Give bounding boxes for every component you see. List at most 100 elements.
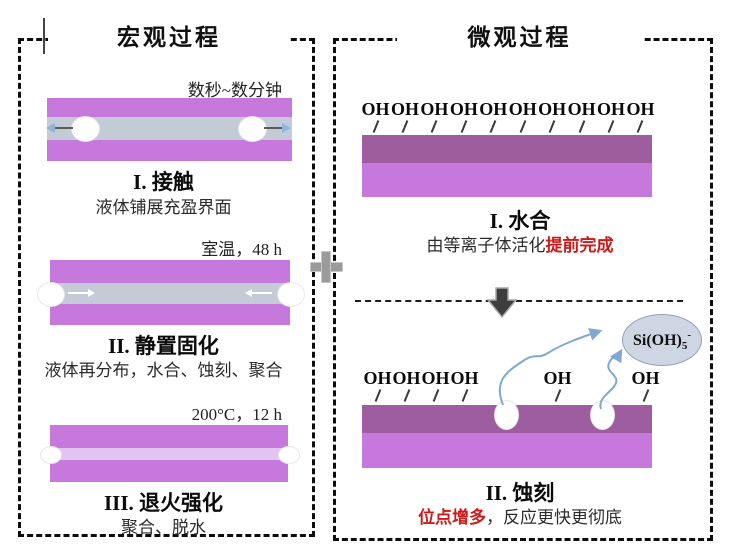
- oh-group: OH: [421, 368, 450, 402]
- bond-line: [637, 120, 644, 133]
- oh-label: OH: [508, 99, 537, 119]
- macro-title-band: 宏观过程: [48, 15, 290, 54]
- oh-label: OH: [361, 99, 390, 119]
- oh-group: OH: [631, 368, 660, 402]
- bond-line: [460, 120, 468, 133]
- macro-panel-title: 宏观过程: [117, 24, 221, 50]
- micro-title-band: 微观过程: [397, 15, 642, 54]
- oh-label: OH: [631, 368, 660, 388]
- plus-icon-vertical: [321, 251, 331, 283]
- bond-line: [372, 120, 379, 133]
- meniscus-oval-left-1: [71, 116, 100, 142]
- crop-tick-mark: [43, 18, 45, 54]
- bond-line: [548, 120, 556, 133]
- bond-line: [554, 389, 561, 402]
- oh-group: OH: [508, 99, 537, 133]
- macro-step3-timing: 200°C，12 h: [191, 405, 282, 424]
- oh-label: OH: [543, 368, 572, 388]
- glass-slab-bottom-2: [50, 304, 290, 325]
- bond-line: [519, 120, 527, 133]
- bond-line: [403, 389, 410, 402]
- inward-arrow-right-shaft: [252, 292, 272, 294]
- meniscus-oval-left-2: [37, 282, 65, 307]
- oh-group: OH: [361, 99, 390, 133]
- hydroxyl-row-hydration: OH OH OH OH OH OH OH OH OH OH: [362, 99, 654, 133]
- silicate-molecule-bubble: Si(OH)5-: [622, 314, 702, 366]
- oh-group: OH: [479, 99, 508, 133]
- glass-slab-top-2: [50, 260, 290, 283]
- bond-line: [374, 389, 381, 402]
- micro-step1-heading: I. 水合: [489, 209, 551, 233]
- etch-pit-right: [590, 400, 615, 430]
- meniscus-oval-right-3: [278, 446, 300, 464]
- liquid-layer-2: [50, 283, 290, 304]
- meniscus-oval-right-1: [238, 116, 267, 142]
- glass-slab-top-1: [47, 98, 292, 117]
- macro-step1-heading: I. 接触: [133, 170, 194, 194]
- oh-label: OH: [479, 99, 508, 119]
- micro-step2-heading: II. 蚀刻: [485, 481, 555, 505]
- micro-step2-desc-red: 位点增多: [418, 508, 486, 527]
- oh-group: OH: [363, 368, 392, 402]
- spread-arrow-left-shaft: [54, 127, 73, 129]
- micro-step1-desc: 由等离子体活化提前完成: [333, 231, 707, 256]
- etch-pit-left: [494, 400, 519, 430]
- bond-line: [461, 389, 468, 402]
- bond-line: [401, 120, 409, 133]
- spread-arrow-right-shaft: [264, 127, 283, 129]
- meniscus-oval-left-3: [40, 446, 62, 464]
- oh-group: OH: [567, 99, 596, 133]
- macro-step2-desc: 液体再分布，水合、蚀刻、聚合: [44, 361, 283, 380]
- oh-group: OH: [449, 99, 478, 133]
- macro-step3-desc: 聚合、脱水: [121, 518, 206, 537]
- macro-step2-heading: II. 静置固化: [108, 334, 219, 358]
- oh-group: OH: [597, 99, 625, 133]
- liquid-layer-1: [47, 117, 292, 140]
- glass-bulk-hydration: [362, 163, 652, 197]
- oh-label: OH: [449, 99, 478, 119]
- inward-arrow-left-icon: [88, 289, 95, 297]
- micro-step1-desc-black: 由等离子体活化: [426, 236, 546, 255]
- oh-group: OH: [626, 99, 655, 133]
- inward-arrow-right-icon: [245, 289, 252, 297]
- molecule-base: Si(OH): [632, 331, 682, 349]
- molecule-formula: Si(OH)5-: [633, 329, 691, 352]
- oh-label: OH: [392, 368, 421, 388]
- macro-step2-timing: 室温，48 h: [201, 240, 282, 259]
- inward-arrow-left-shaft: [68, 292, 88, 294]
- oh-group: OH: [392, 368, 421, 402]
- glass-bulk-etching: [362, 433, 652, 468]
- oh-label: OH: [626, 99, 655, 119]
- spread-arrow-right-icon: [282, 123, 291, 133]
- oh-group: OH: [390, 99, 419, 133]
- oh-label: OH: [363, 368, 392, 388]
- oh-group: OH: [450, 368, 479, 402]
- oh-label: OH: [421, 368, 450, 388]
- bond-line: [432, 389, 439, 402]
- oh-label: OH: [567, 99, 596, 119]
- micro-step1-desc-red: 提前完成: [545, 236, 614, 255]
- bond-line: [642, 389, 649, 402]
- oh-label: OH: [420, 99, 449, 119]
- micro-step2-desc: 位点增多，反应更快更彻底: [333, 503, 707, 528]
- micro-panel-title: 微观过程: [467, 24, 572, 50]
- spread-arrow-left-icon: [46, 123, 55, 133]
- molecule-subscript: 5: [681, 339, 688, 352]
- glass-slab-bottom-3: [50, 460, 288, 482]
- oh-group: OH: [543, 368, 572, 402]
- molecule-superscript: -: [687, 328, 692, 341]
- micro-step2-desc-black: ，反应更快更彻底: [486, 508, 622, 527]
- bond-line: [607, 120, 615, 133]
- oh-label: OH: [450, 368, 479, 388]
- macro-step3-heading: III. 退火强化: [103, 491, 224, 515]
- bond-line: [489, 120, 497, 133]
- glass-slab-top-3: [50, 425, 288, 448]
- annealed-film-layer: [50, 448, 288, 460]
- activated-layer-hydration: [362, 135, 652, 163]
- glass-slab-bottom-1: [47, 140, 292, 161]
- oh-group: OH: [538, 99, 566, 133]
- bond-line: [578, 120, 585, 133]
- bond-line: [431, 120, 438, 133]
- oh-label: OH: [390, 99, 419, 119]
